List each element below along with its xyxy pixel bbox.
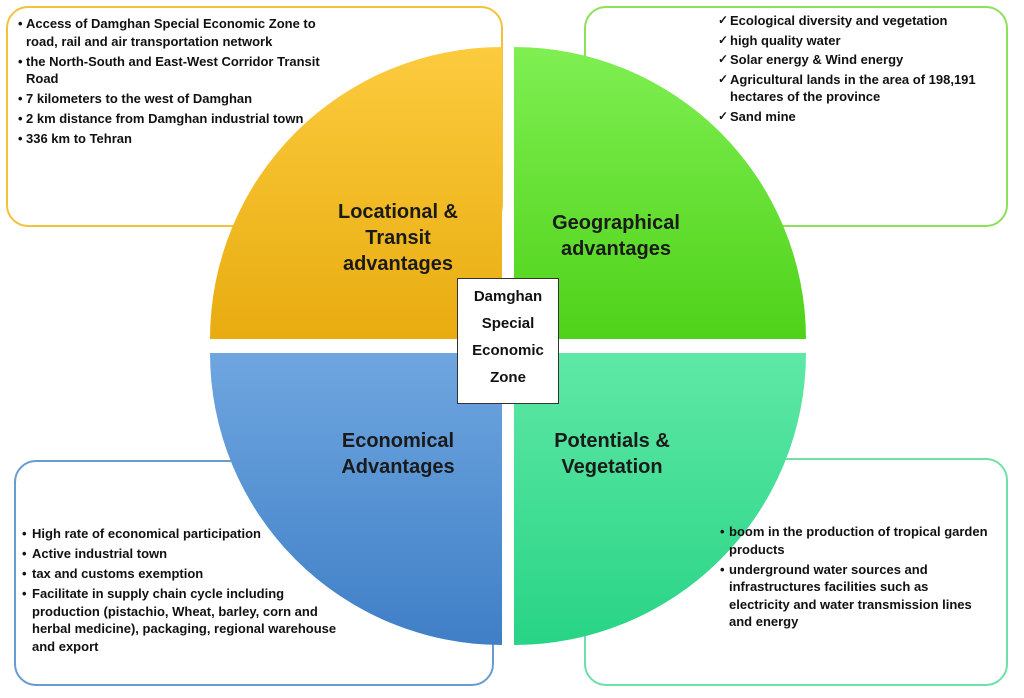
potentials-title: Potentials & Vegetation [532,428,692,480]
title-line: Economical [341,430,455,452]
list-item: boom in the production of tropical garde… [720,523,990,558]
list-item: the North-South and East-West Corridor T… [18,53,338,88]
geographical-list: Ecological diversity and vegetation high… [718,12,990,127]
list-item: 7 kilometers to the west of Damghan [18,90,338,108]
list-item: Access of Damghan Special Economic Zone … [18,15,338,50]
list-item: underground water sources and infrastruc… [720,561,990,631]
list-item: 336 km to Tehran [18,130,338,148]
center-line: Zone [490,369,526,386]
quadrant-economical [210,353,502,645]
title-line: Advantages [341,456,455,478]
quadrant-potentials [514,353,806,645]
center-line: Damghan [473,288,543,305]
title-line: Locational & [337,201,458,223]
title-line: advantages [560,238,672,260]
geographical-title: Geographical advantages [536,210,696,262]
list-item: Facilitate in supply chain cycle includi… [22,585,342,655]
locational-title: Locational & Transit advantages [318,199,478,277]
title-line: Vegetation [561,456,663,478]
center-title-box: Damghan Special Economic Zone [457,278,559,404]
list-item: Ecological diversity and vegetation [718,12,990,30]
quadrant-locational [210,47,502,339]
title-line: Transit [365,227,431,249]
title-line: advantages [342,253,454,275]
center-line: Economic [472,342,544,359]
list-item: tax and customs exemption [22,565,342,583]
locational-list: Access of Damghan Special Economic Zone … [18,15,338,150]
economical-title: Economical Advantages [318,428,478,480]
center-line: Special [481,315,535,332]
list-item: Agricultural lands in the area of 198,19… [718,71,990,106]
potentials-list: boom in the production of tropical garde… [720,523,990,633]
list-item: Active industrial town [22,545,342,563]
economical-list: High rate of economical participation Ac… [22,525,342,658]
title-line: Potentials & [554,430,670,452]
quadrant-geographical [514,47,806,339]
list-item: high quality water [718,32,990,50]
list-item: 2 km distance from Damghan industrial to… [18,110,338,128]
list-item: High rate of economical participation [22,525,342,543]
title-line: Geographical [552,212,680,234]
list-item: Solar energy & Wind energy [718,51,990,69]
list-item: Sand mine [718,108,990,126]
